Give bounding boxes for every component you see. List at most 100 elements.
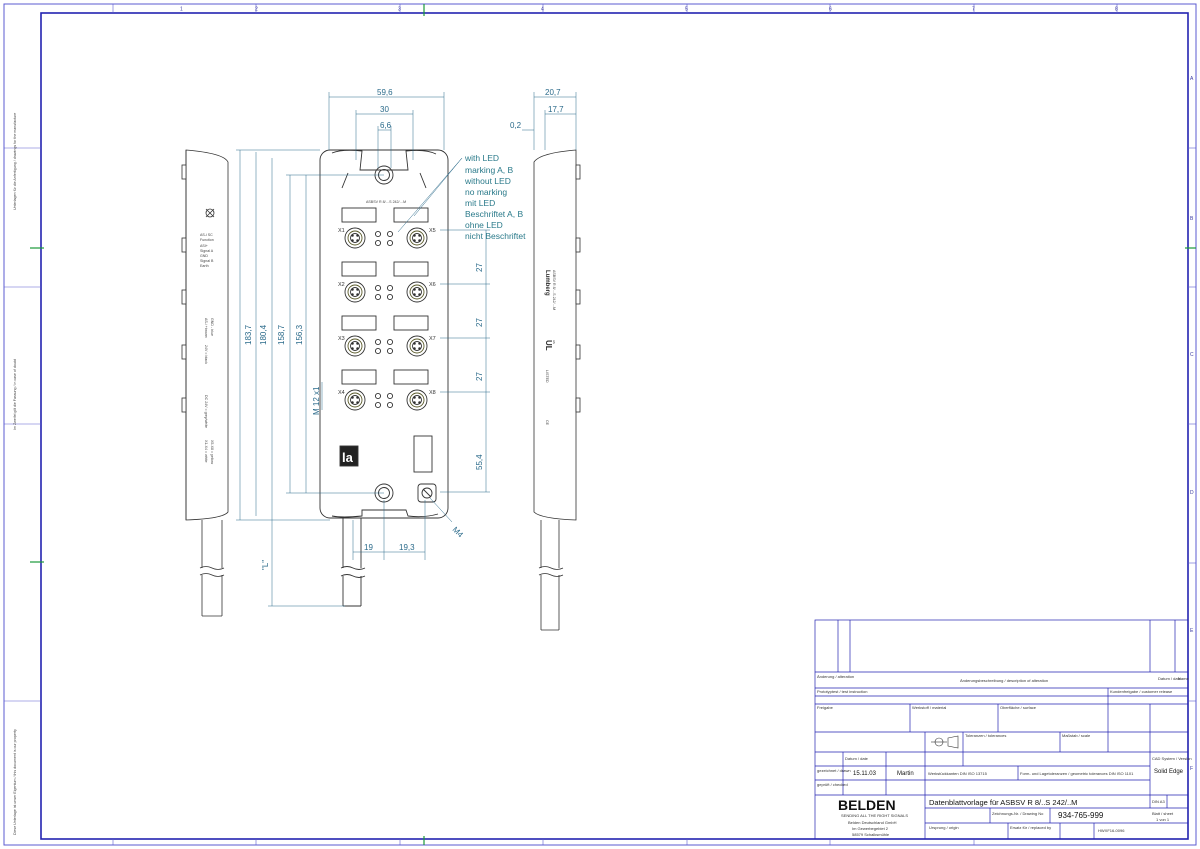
led-indicator [374, 392, 382, 400]
side-text: LISTED [545, 370, 549, 383]
center-marks [30, 4, 1196, 845]
note-line: nicht Beschriftet [465, 231, 526, 241]
top-ruler [112, 4, 1118, 845]
label-window [393, 369, 429, 385]
tb-cad-label: CAD System / Version [1152, 756, 1192, 761]
front-dimensions [236, 92, 490, 607]
tb-tolerance: Toleranzen / tolerances [965, 733, 1006, 738]
tb-drawn-name: Martin [897, 771, 914, 777]
right-side-view [533, 149, 581, 631]
dim-width-66: 6,6 [380, 121, 392, 130]
tb-date-label: Datum / date [845, 756, 869, 761]
connector-pin [351, 347, 354, 350]
tb-drawn-date: 15.11.03 [853, 771, 877, 777]
m12-connector-ring [347, 284, 363, 300]
led-indicator [374, 293, 382, 301]
dim-h-1587: 158,7 [277, 324, 286, 345]
connector-pin [351, 239, 354, 242]
connector-pin [418, 239, 421, 242]
row-label: B [1190, 216, 1194, 222]
side-ul: UL [544, 340, 553, 351]
connector-pin [356, 234, 359, 237]
connector-pin [413, 401, 416, 404]
row-label: F [1190, 766, 1193, 772]
tb-sheet-label: Blatt / sheet [1152, 811, 1174, 816]
port-label-x6: X6 [429, 282, 436, 288]
model-label: ASBSV R 8/…S 242/…M [366, 200, 406, 204]
la-logo [339, 445, 359, 467]
col-label: 4 [541, 7, 544, 13]
port-label-x3: X3 [338, 336, 345, 342]
side-text: Signal A [200, 249, 214, 253]
led-indicator [386, 239, 394, 247]
led-notes: with LED marking A, B without LED no mar… [464, 153, 526, 241]
col-label: 5 [685, 7, 688, 13]
side-brand: Lumberg [544, 270, 550, 296]
connector-pin [418, 293, 421, 296]
tb-size: DIN A3 [1152, 799, 1165, 804]
dim-thread: M 12 x1 [312, 386, 321, 415]
tb-material: Werkstoff / material [912, 705, 946, 710]
housing-outline [319, 149, 449, 519]
left-side-view [181, 149, 229, 617]
note-line: with LED [464, 153, 499, 163]
tb-name-col: Name [1178, 676, 1189, 681]
note-line: Beschriftet A, B [465, 209, 523, 219]
tb-finish: Oberfläche / surface [1000, 705, 1037, 710]
label-window [393, 315, 429, 331]
inner-border [40, 12, 1189, 840]
tb-company-slogan: SENDING ALL THE RIGHT SIGNALS [841, 813, 908, 818]
m12-connector-ring [347, 392, 363, 408]
tb-customer-release: Kundenfreigabe / customer release [1110, 689, 1173, 694]
la-logo-letter: la [342, 450, 354, 465]
dim-pitch-1: 27 [475, 263, 484, 272]
connector-pin [356, 342, 359, 345]
side-text: Signal B [200, 259, 214, 263]
m12-connector-ring [409, 230, 425, 246]
tb-cad-system: Solid Edge [1154, 769, 1184, 775]
label-window [341, 261, 377, 277]
dim-m4: M4 [451, 525, 466, 540]
label-window [341, 315, 377, 331]
connector-pin [356, 288, 359, 291]
m12-connector-ring [409, 284, 425, 300]
margin-note-bot: Diese Unterlage ist unser Eigentum / thi… [13, 729, 17, 835]
tb-changes-header: Änderungsbeschreibung / description of a… [960, 678, 1048, 683]
left-margin-notes: Unterlagen für die Anfertigung / drawing… [13, 113, 17, 835]
front-view [319, 149, 449, 607]
led-indicator [374, 347, 382, 355]
dim-h-1837: 183,7 [244, 324, 253, 345]
connector-pin [356, 347, 359, 350]
side-text-rot: AS-i +brown [204, 318, 208, 338]
connector-pin [413, 288, 416, 291]
tb-drawing-no: 934-765-999 [1058, 811, 1104, 820]
connector-pin [351, 288, 354, 291]
side-text-rot: X5-X8 = yellow [210, 440, 214, 464]
side-text: ASBSV R 8/…S 242/…M [552, 270, 556, 310]
tb-change-col: Änderung / alteration [817, 674, 854, 679]
col-label: 3 [398, 7, 401, 13]
port-label-x4: X4 [338, 390, 345, 396]
m12-connector-core [350, 287, 360, 297]
connector-pin [351, 342, 354, 345]
tb-company-name: Belden Deutschland GmbH [848, 820, 897, 825]
dim-h-1804: 180,4 [259, 324, 268, 345]
m12-connector-ring [409, 392, 425, 408]
side-text: Function [200, 238, 214, 242]
connector-pin [418, 342, 421, 345]
right-side-text: Lumberg ASBSV R 8/…S 242/…M UL us LISTED… [544, 270, 556, 426]
col-label: 7 [972, 7, 975, 13]
tb-release: Freigabe [817, 705, 834, 710]
led-indicator [386, 338, 394, 346]
dim-side-177: 17,7 [548, 105, 564, 114]
m12-connector-core [350, 395, 360, 405]
led-indicator [386, 293, 394, 301]
row-label: E [1190, 628, 1194, 634]
connector-pin [413, 293, 416, 296]
side-text-rot: 24V = black [204, 345, 208, 364]
dim-bottom-193: 19,3 [399, 543, 415, 552]
connector-pin [351, 293, 354, 296]
led-indicator [374, 230, 382, 238]
col-label: 1 [180, 7, 183, 13]
note-line: marking A, B [465, 165, 514, 175]
